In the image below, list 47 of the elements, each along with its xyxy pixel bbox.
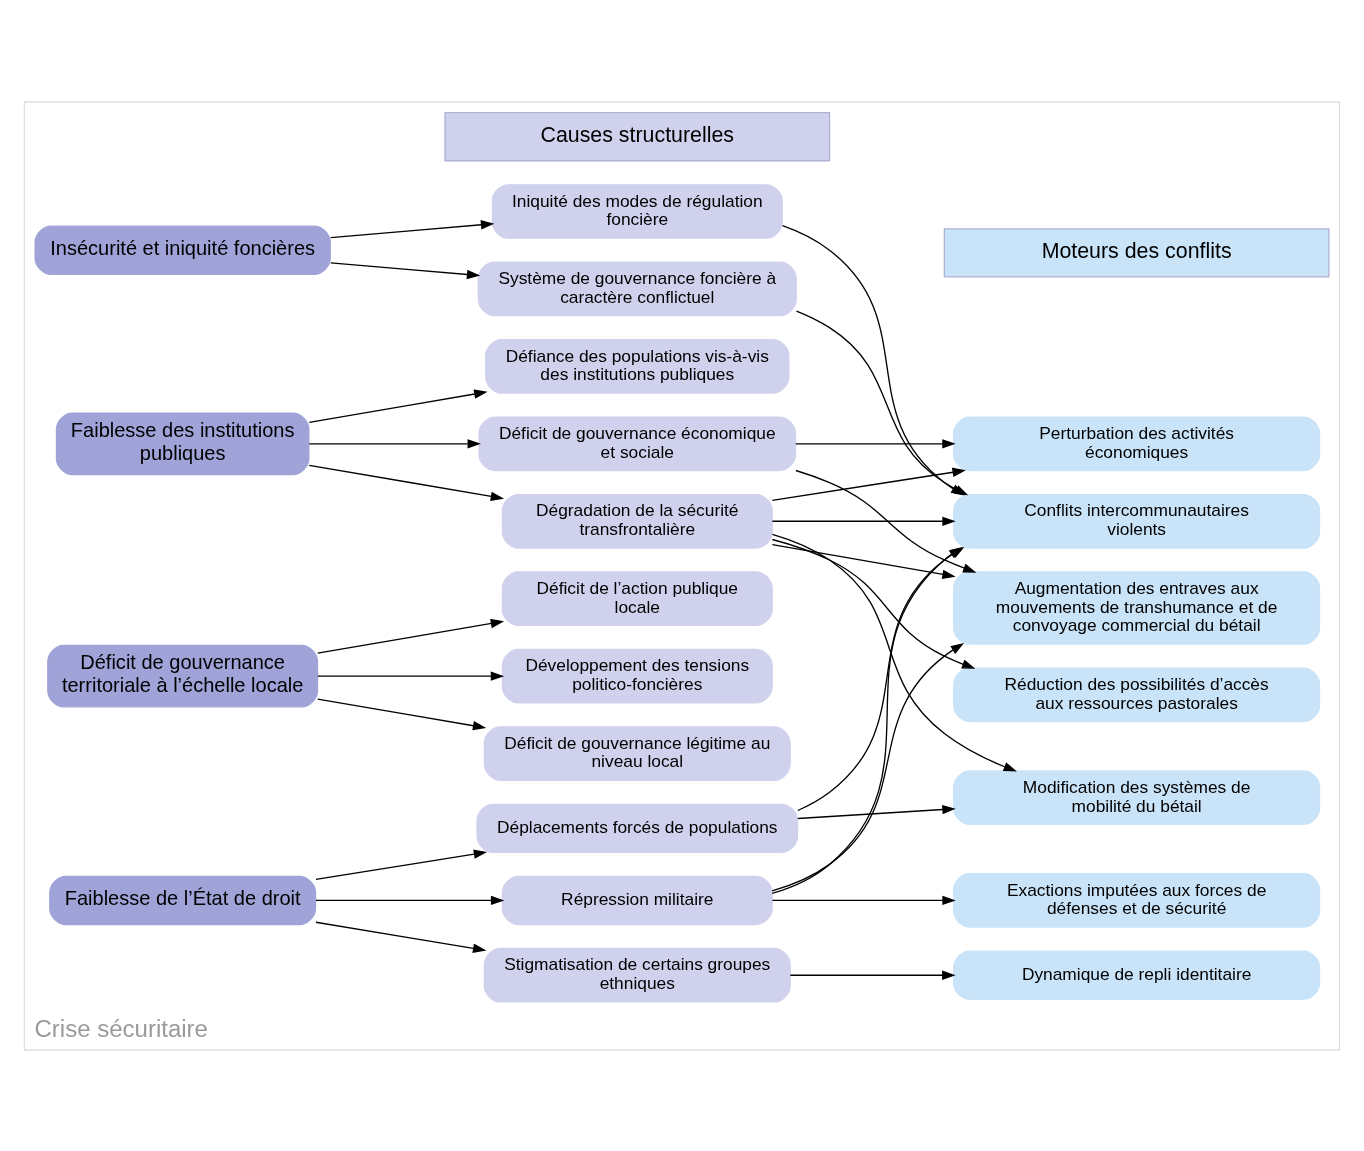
node-box: Faiblesse des institutions publiques [55, 411, 310, 475]
arrow [308, 438, 481, 448]
arrow [315, 921, 487, 953]
arrow [317, 618, 505, 654]
node-box: Réduction des possibilités d’accès aux ressources pastorales [953, 666, 1321, 722]
node-box: Faiblesse de l’État de droit [49, 875, 317, 925]
arrow [771, 533, 1017, 771]
arrow [771, 543, 956, 579]
arrow [771, 538, 976, 669]
node-box: Système de gouvernance foncière à caractère conflictuel [477, 261, 797, 316]
node-box: Perturbation des activités économiques [953, 415, 1321, 471]
node-box: Dynamique de repli identitaire [953, 950, 1321, 1000]
arrow [771, 516, 956, 526]
arrow [317, 697, 487, 730]
arrow [771, 642, 965, 891]
node-box: Développement des tensions politico-foncières [501, 648, 773, 703]
arrow [330, 219, 495, 238]
node-box: Augmentation des entraves aux mouvements de transhumance et de convoyage commercial du bétail [953, 570, 1321, 645]
arrow [315, 895, 505, 905]
arrow [315, 849, 488, 880]
node-box: Moteurs des conflits [943, 227, 1330, 278]
arrow [308, 388, 488, 423]
node-box: Causes structurelles [444, 111, 831, 161]
node-box: Déplacements forcés de populations [476, 803, 799, 853]
arrow [771, 467, 966, 501]
node-box: Dégradation de la sécurité transfrontalière [501, 493, 773, 549]
node-box: Déficit de gouvernance économique et sociale [478, 415, 797, 471]
arrow [789, 970, 956, 980]
node-box: Conflits intercommunautaires violents [953, 493, 1321, 549]
arrow [795, 469, 977, 573]
node-box: Répression militaire [501, 875, 773, 925]
node-box: Modification des systèmes de mobilité du bétail [953, 769, 1321, 825]
arrow [795, 438, 956, 448]
node-box: Défiance des populations vis-à-vis des institutions publiques [485, 338, 790, 394]
node-box: Déficit de gouvernance territoriale à l’échelle locale [47, 644, 319, 707]
node-box: Déficit de l’action publique locale [501, 570, 773, 626]
arrow [797, 804, 956, 819]
arrow [781, 224, 965, 496]
node-box: Exactions imputées aux forces de défenses et de sécurité [953, 872, 1321, 928]
arrow [330, 261, 481, 279]
node-box: Insécurité et iniquité foncières [34, 225, 331, 275]
node-box: Iniquité des modes de régulation foncière [491, 183, 783, 239]
arrow [317, 670, 505, 681]
arrow [771, 895, 956, 905]
node-box: Stigmatisation de certains groupes ethniques [483, 947, 791, 1003]
arrow [308, 464, 505, 501]
node-box: Déficit de gouvernance légitime au niveau local [483, 725, 791, 781]
